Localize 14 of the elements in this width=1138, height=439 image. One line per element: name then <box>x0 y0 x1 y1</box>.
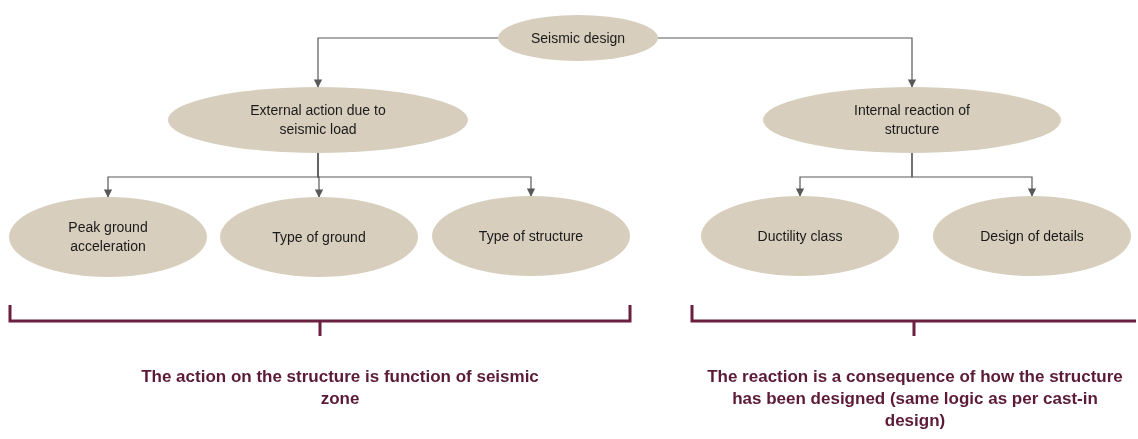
arrow <box>317 152 536 197</box>
node-label: External action due to seismic load <box>249 101 387 139</box>
node-label: Seismic design <box>530 28 626 48</box>
node-label: Design of details <box>980 226 1084 246</box>
note-text: The action on the structure is function of seismic zone <box>140 366 540 411</box>
node-label: Internal reaction of structure <box>853 101 971 139</box>
arrow <box>657 37 917 88</box>
node-label: Ductility class <box>757 226 843 246</box>
note-text: The reaction is a consequence of how the structure has been designed (same logic as per cast-in design) <box>706 366 1124 433</box>
arrow <box>313 37 499 88</box>
node-label: Type of ground <box>272 227 366 247</box>
node-label: Type of structure <box>478 226 584 246</box>
arrow <box>911 152 1037 197</box>
node-label: Peak ground acceleration <box>67 218 149 256</box>
